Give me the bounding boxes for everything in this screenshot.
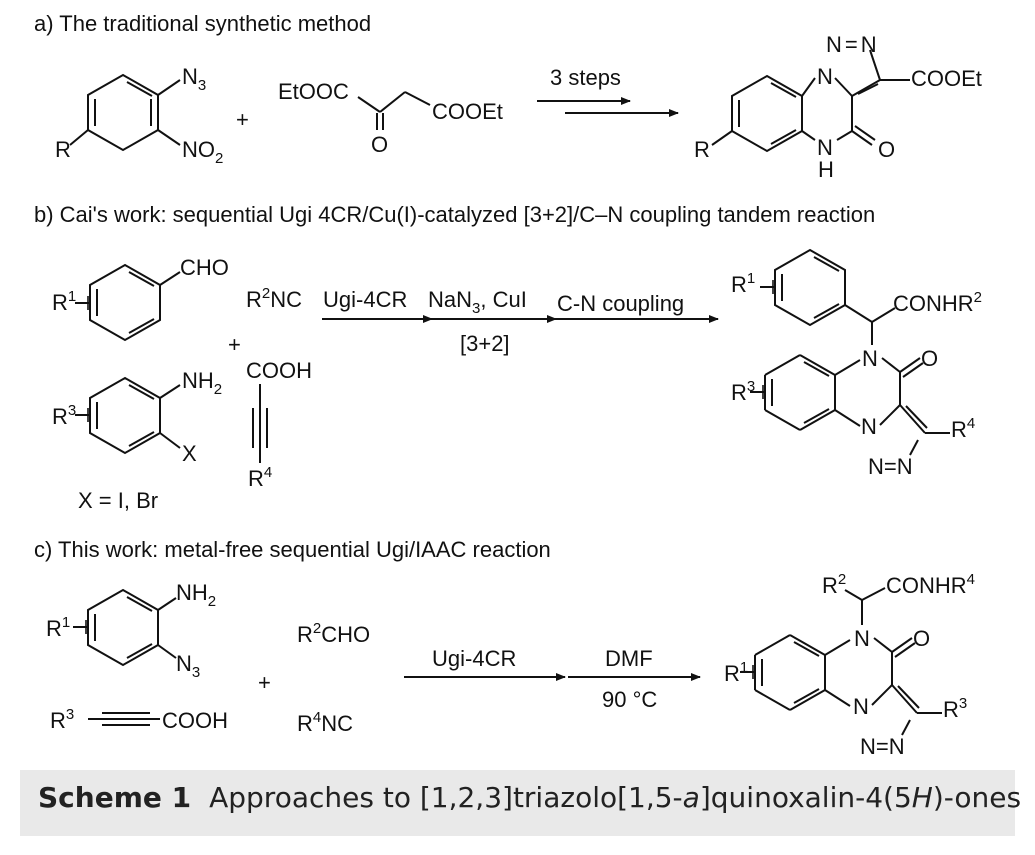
panel-b-product-n-ring: N [861,414,877,439]
panel-a-product-n-top: N=N [826,32,877,57]
panel-a-etooc-label: EtOOC [278,79,349,104]
panel-b-aldehyde [75,263,181,342]
panel-c-product-o: O [913,626,930,651]
panel-c-arrow1-label: Ugi-4CR [432,646,516,671]
panel-c-product [740,587,942,736]
panel-a-product-o: O [878,137,895,162]
panel-c-r2cho-label: R2CHO [297,620,370,647]
panel-c-product-n-ring: N [853,694,869,719]
panel-b-product-o: O [921,346,938,371]
panel-b-nh2-label: NH2 [182,368,222,398]
panel-b-product-conhr: CONHR2 [893,289,982,316]
panel-a-reactant-2 [357,91,431,130]
panel-a-r-label: R [55,137,71,162]
panel-b-plus: + [228,332,241,357]
panel-c-r3-label: R3 [50,706,74,733]
panel-b-r3-label: R3 [52,402,76,429]
panel-b-aniline [75,376,181,455]
panel-b-r4-label: R4 [248,464,272,491]
panel-a-plus: + [236,107,249,132]
panel-b-arrow2-label: NaN3, CuI [428,287,527,317]
panel-b-x-note: X = I, Br [78,488,158,513]
panel-a-product-r: R [694,137,710,162]
caption-label: Scheme 1 [38,781,192,814]
panel-b-product [750,248,950,456]
panel-b-x-label: X [182,441,197,466]
panel-b-r1-label: R1 [52,288,76,315]
panel-b-arrow2-bottom: [3+2] [460,331,510,356]
panel-c-r1-label: R1 [46,614,70,641]
caption-bar [20,770,1015,836]
panel-a-heading: a) The traditional synthetic method [34,11,371,36]
panel-b-product-r3: R3 [731,378,755,405]
panel-b-product-r1: R1 [731,270,755,297]
panel-c-product-r3: R3 [943,695,967,722]
panel-b-product-r4: R4 [951,415,975,442]
panel-b-r2nc-label: R2NC [246,285,302,312]
panel-c-product-n-amide: N [854,626,870,651]
panel-a-product-n-h: N [817,135,833,160]
panel-c-n3-label: N3 [176,651,200,681]
panel-b-acid [252,384,268,463]
panel-c-alkyne [88,712,160,726]
scheme-caption: Scheme 1 Approaches to [1,2,3]triazolo[1,… [38,781,1021,814]
panel-a-azide-label: N3 [182,64,206,94]
panel-c-product-nn: N=N [860,734,905,759]
panel-c-product-r1: R1 [724,659,748,686]
caption-text-b: ]quinoxalin-4(5 [699,781,912,814]
panel-a-nitro-label: NO2 [182,137,223,167]
panel-b-product-nn: N=N [868,454,913,479]
panel-c-product-conhr: CONHR4 [886,571,975,598]
panel-a-product-n-ring: N [817,64,833,89]
panel-c-product-r2: R2 [822,571,846,598]
panel-c-nh2-label: NH2 [176,580,216,610]
panel-b-arrow1-label: Ugi-4CR [323,287,407,312]
panel-a-reactant-1 [69,73,181,152]
panel-b-heading: b) Cai's work: sequential Ugi 4CR/Cu(I)-… [34,202,875,227]
panel-c-r4nc-label: R4NC [297,709,353,736]
panel-a-product [711,49,910,153]
caption-italic-a: a [682,781,700,814]
panel-b-cho-label: CHO [180,255,229,280]
panel-a-product-h: H [818,157,834,182]
panel-c-arrow2-label: DMF [605,646,653,671]
panel-a-arrow-label: 3 steps [550,65,621,90]
panel-a-cooet-label: COOEt [432,99,503,124]
panel-b-product-n-amide: N [862,346,878,371]
panel-a-product-cooet: COOEt [911,66,982,91]
panel-b-arrow3-label: C-N coupling [557,291,684,316]
panel-c-arrow2-bottom: 90 °C [602,687,657,712]
caption-text-c: )-ones [932,781,1022,814]
panel-a-ketone-o: O [371,132,388,157]
panel-b-cooh-label: COOH [246,358,312,383]
panel-c-cooh-label: COOH [162,708,228,733]
panel-c-heading: c) This work: metal-free sequential Ugi/… [34,537,551,562]
panel-c-plus: + [258,670,271,695]
caption-italic-h: H [911,781,933,814]
panel-c-azide [73,588,177,667]
reaction-scheme: a) The traditional synthetic method N3 N… [34,11,982,759]
caption-text-a: Approaches to [1,2,3]triazolo[1,5- [209,781,683,814]
